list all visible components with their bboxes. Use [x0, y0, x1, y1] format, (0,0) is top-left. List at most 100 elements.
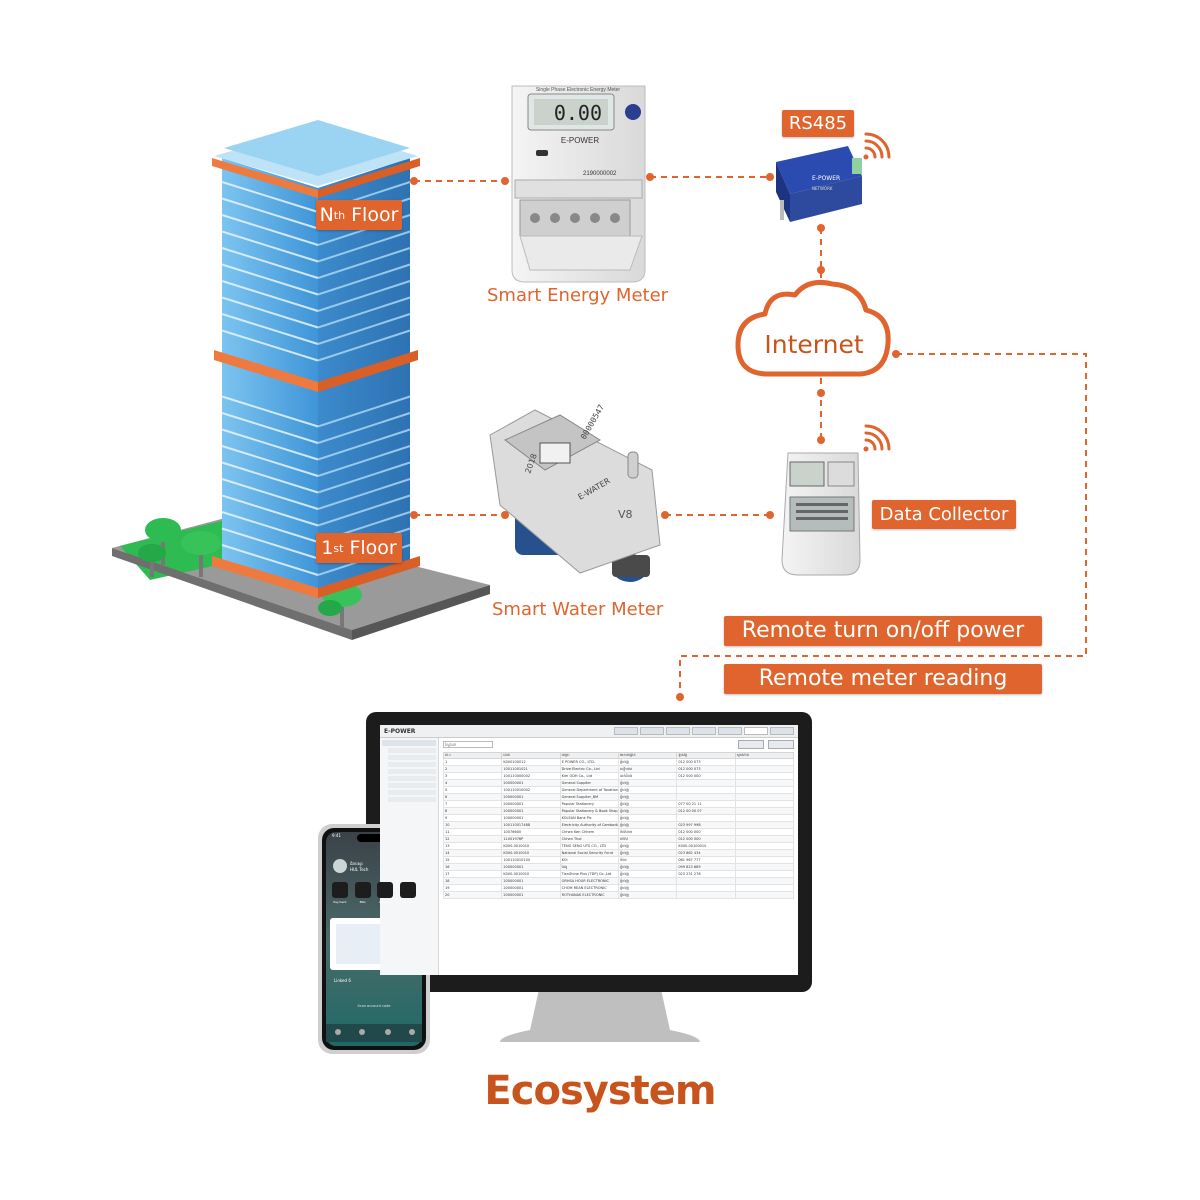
table-cell: បាត់ដំបង [617, 772, 678, 780]
table-cell: ភ្នំពេញ [617, 849, 678, 857]
floor-line [221, 296, 319, 329]
table-cell: ភ្នំពេញ [617, 877, 678, 885]
tile-icon [332, 882, 348, 898]
floor-line [221, 494, 319, 527]
table-cell: 100110017488 [501, 821, 561, 829]
phone-user: HUL Tech [350, 867, 369, 872]
table-cell [734, 891, 795, 899]
phone-tile[interactable]: Bills [353, 882, 373, 904]
meter-brand: E-POWER [561, 136, 599, 145]
table-cell: ភ្នំពេញ [617, 758, 678, 766]
meter-serial: 2190000002 [583, 171, 617, 177]
table-cell: ភ្នំពេញ [617, 821, 678, 829]
remote-reading-label: Remote meter reading [724, 664, 1042, 694]
table-cell [734, 786, 795, 794]
phone-tile[interactable]: Payment [330, 882, 350, 904]
edit-button[interactable] [768, 740, 794, 749]
floor-line [317, 263, 411, 296]
table-cell: General Department of Taxation [559, 786, 619, 794]
table-cell: 012 000 073 [676, 765, 736, 773]
search-input[interactable] [443, 741, 493, 748]
table-cell [734, 828, 795, 836]
tile-label: Readers [379, 900, 392, 904]
smart-water-meter-image: E-WATER V8 00000547 2018 [489, 403, 661, 582]
table-cell [676, 793, 736, 801]
floor-line [221, 461, 319, 494]
table-cell [734, 765, 795, 773]
floor-line [317, 247, 411, 279]
table-cell: 10 [442, 821, 503, 829]
first-floor-sup: st [333, 541, 344, 555]
table-cell: 15 [442, 856, 503, 864]
tile-icon [354, 882, 371, 898]
table-cell: ភ្នំពេញ [617, 863, 678, 871]
app-sidebar [380, 738, 439, 975]
table-cell [734, 849, 795, 857]
floor-line [221, 412, 319, 444]
table-cell [676, 779, 736, 787]
table-cell: ORHSA HOUR ELECTRONIC [559, 877, 619, 885]
table-cell [676, 814, 736, 822]
add-button[interactable] [738, 740, 764, 749]
table-cell: ភ្នំពេញ [617, 870, 678, 878]
table-cell: 11 [442, 828, 503, 836]
table-cell: TienShine Plus (TDP) Co.,Ltd [559, 870, 619, 878]
table-cell: K000-0010010 [501, 870, 561, 878]
floor-line [317, 296, 411, 329]
table-cell: 100110010100 [501, 856, 561, 864]
floor-line [221, 445, 319, 477]
data-collector-image [781, 452, 861, 576]
table-cell: ភ្នំពេញ [617, 842, 678, 850]
table-cell [734, 842, 795, 850]
floor-line [221, 263, 319, 296]
table-cell [676, 786, 736, 794]
table-cell [734, 884, 795, 892]
table-cell: 14 [442, 849, 503, 857]
tab-bar[interactable] [614, 727, 794, 735]
page-title: Ecosystem [484, 1068, 716, 1114]
table-cell: 023 231 276 [676, 870, 736, 878]
table-cell: ភ្នំពេញ [617, 891, 678, 899]
table-cell: General Supplier [559, 779, 619, 787]
floor-line [317, 445, 411, 477]
floor-line [317, 461, 411, 494]
floor-line [221, 329, 319, 362]
first-floor-suffix: Floor [343, 536, 397, 559]
floor-line [221, 395, 319, 428]
table-cell: 13 [442, 842, 503, 850]
table-cell [734, 758, 795, 766]
phone-footer: Linked 6 [334, 978, 351, 983]
table-cell: 12 [442, 835, 503, 843]
phone-tile[interactable]: Readers [375, 882, 395, 904]
table-cell: ភ្នំពេញ [617, 779, 678, 787]
phone-tile[interactable]: Live Bill [398, 882, 418, 904]
smart-water-meter-caption: Smart Water Meter [492, 599, 664, 620]
table-cell [734, 877, 795, 885]
table-cell: Chhen Ken Chhem [559, 828, 619, 836]
desktop-app-window: E-POWER [380, 725, 798, 975]
data-collector-label: Data Collector [872, 500, 1016, 529]
table-cell: 012 000 073 [676, 758, 736, 766]
